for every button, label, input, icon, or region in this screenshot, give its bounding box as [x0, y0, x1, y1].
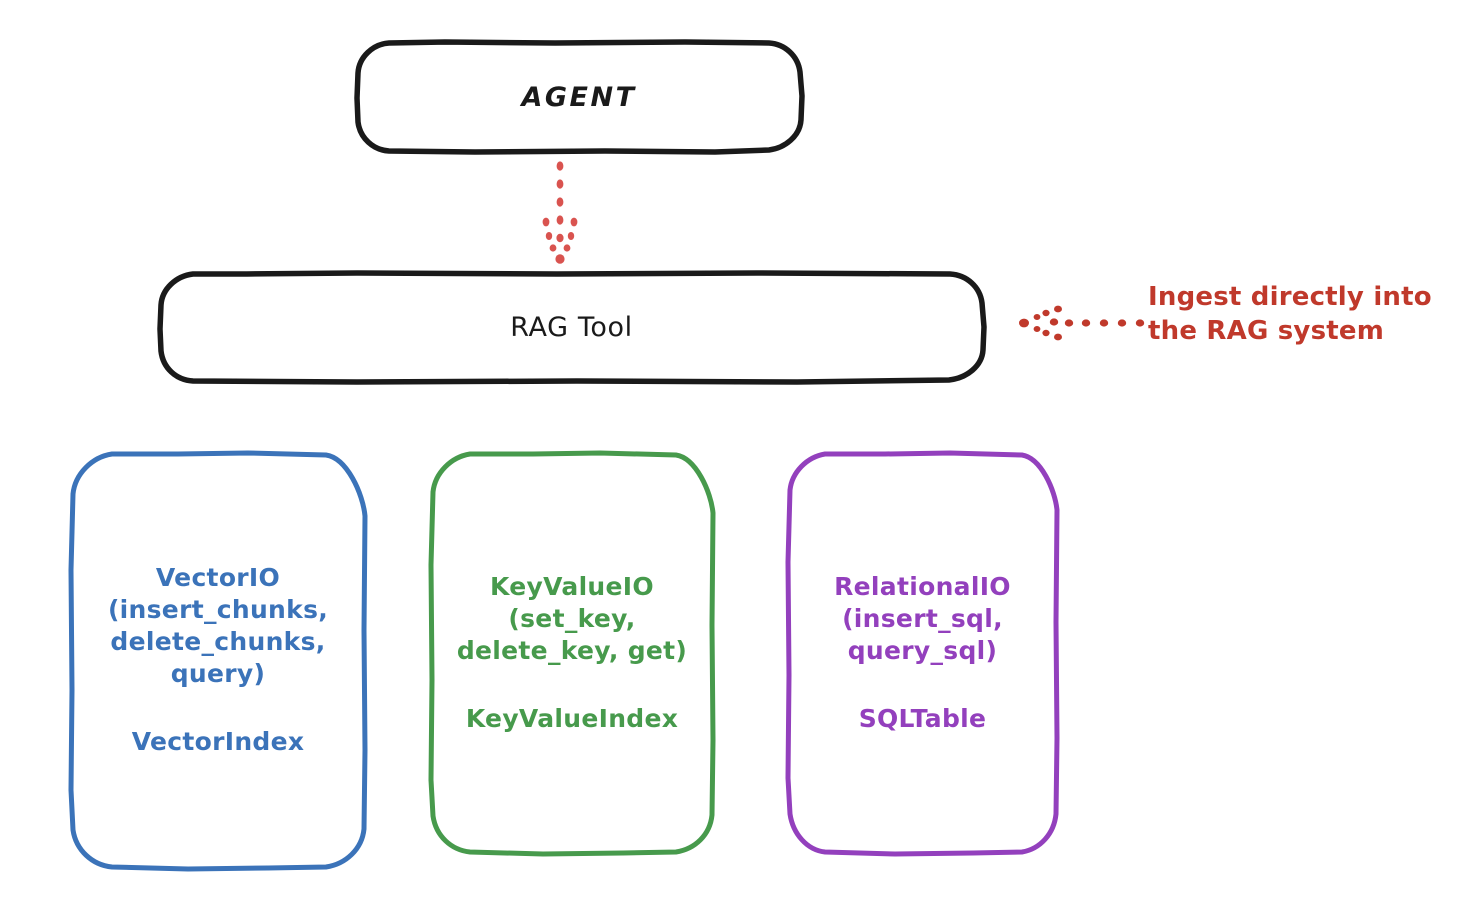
vectorio-card[interactable]: VectorIO (insert_chunks, delete_chunks, …: [68, 450, 368, 872]
agent-to-rag-tool-arrow: [542, 161, 578, 264]
keyvalueio-secondary-label: KeyValueIndex: [465, 703, 679, 733]
relationalio-card[interactable]: RelationalIO (insert_sql, query_sql) SQL…: [785, 450, 1060, 857]
rag-tool-label: RAG Tool: [510, 312, 633, 343]
relationalio-primary-label: RelationalIO (insert_sql, query_sql): [834, 571, 1011, 665]
vectorio-secondary-label: VectorIndex: [131, 727, 305, 756]
ingest-annotation-label: Ingest directly into the RAG system: [1148, 282, 1432, 347]
ingest-to-rag-tool-arrow: [1019, 305, 1145, 341]
vectorio-primary-label: VectorIO (insert_chunks, delete_chunks, …: [107, 563, 329, 688]
agent-label: AGENT: [521, 81, 637, 113]
rag-tool-node[interactable]: RAG Tool: [157, 270, 987, 385]
keyvalueio-primary-label: KeyValueIO (set_key, delete_key, get): [456, 571, 688, 665]
relationalio-secondary-label: SQLTable: [858, 703, 987, 733]
agent-node[interactable]: AGENT: [354, 39, 805, 155]
keyvalueio-card[interactable]: KeyValueIO (set_key, delete_key, get) Ke…: [428, 450, 716, 857]
